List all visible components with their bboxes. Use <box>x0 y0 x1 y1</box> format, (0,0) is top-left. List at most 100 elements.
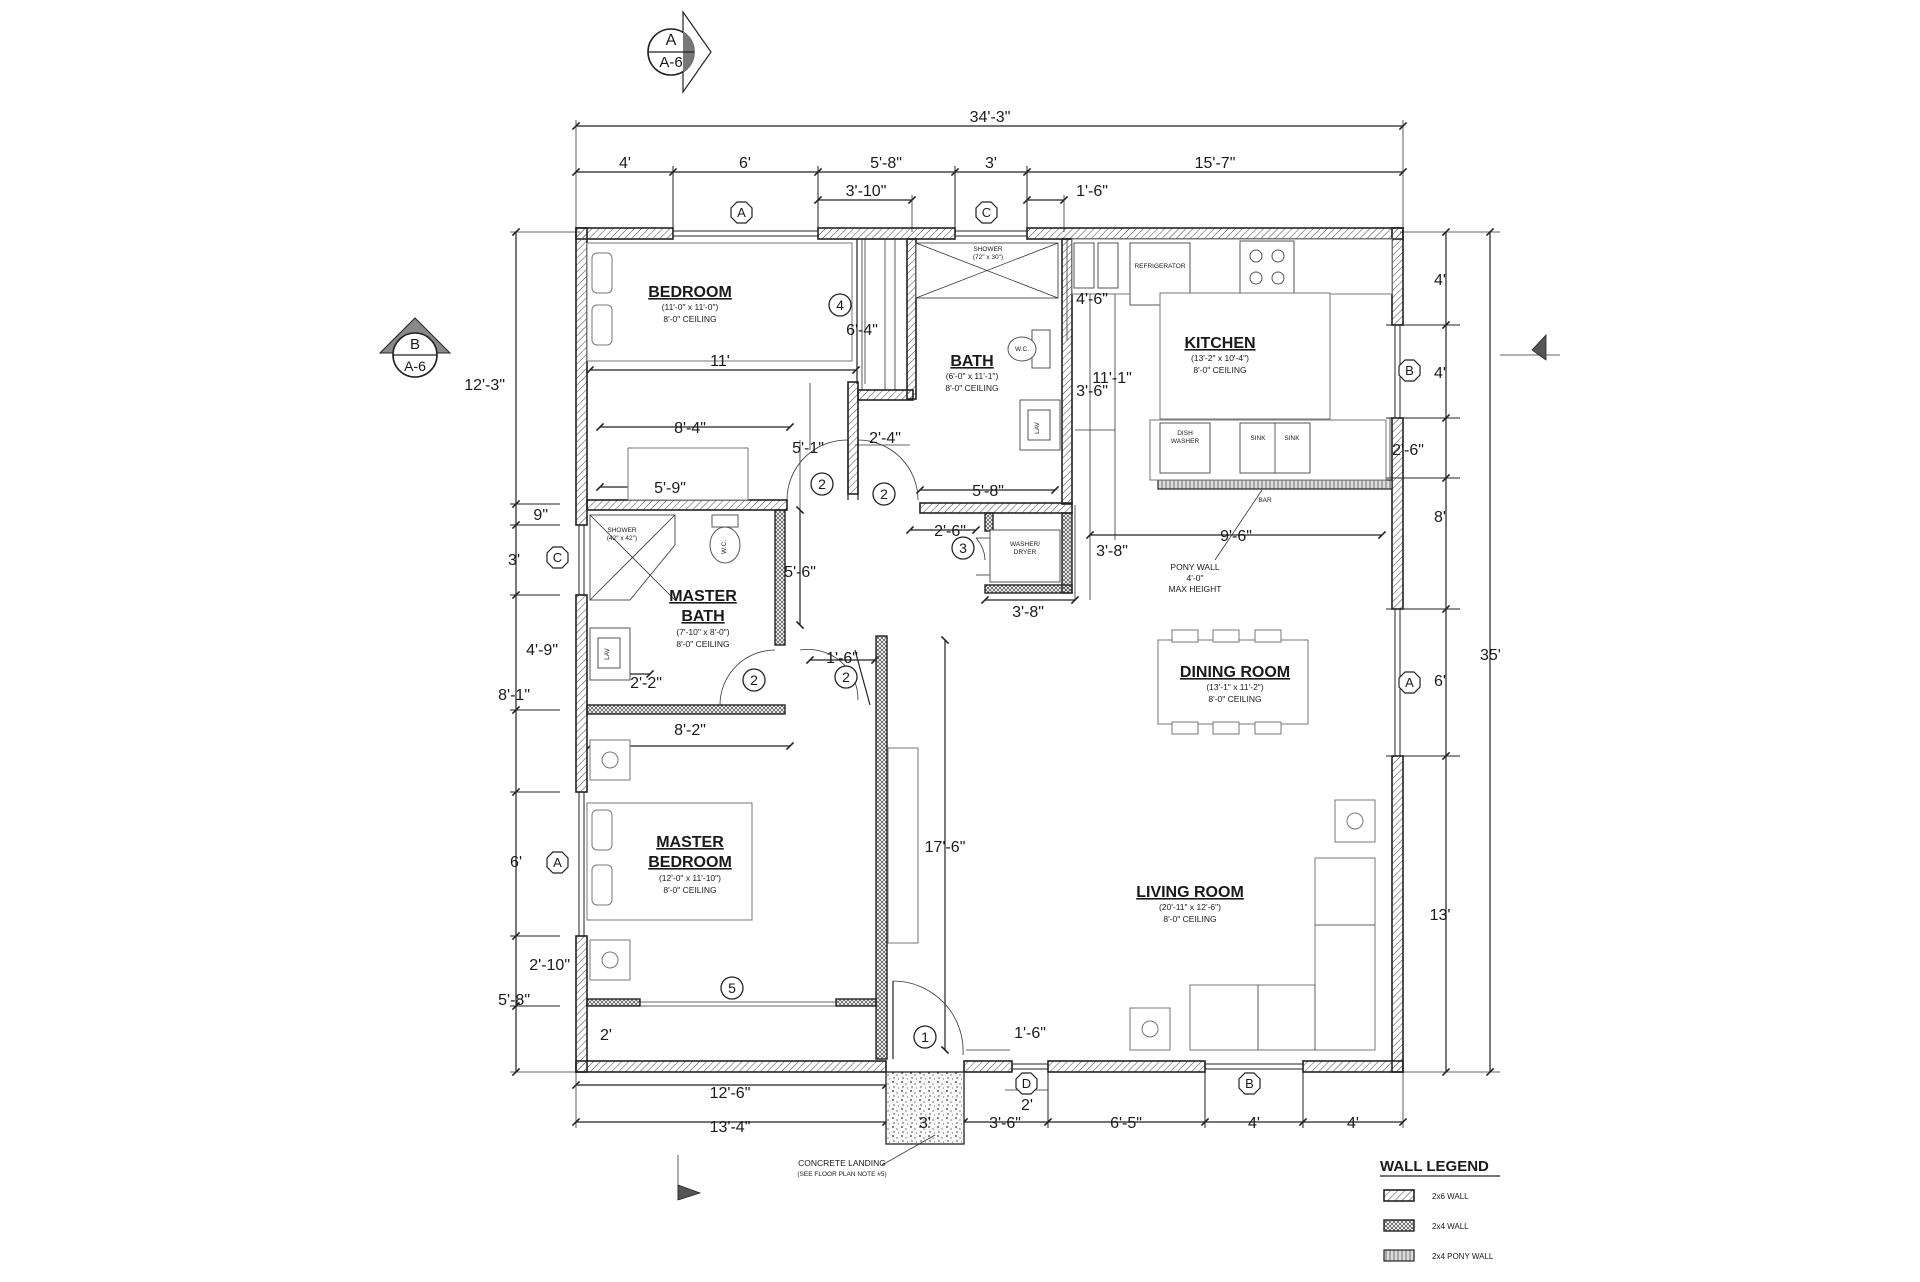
exterior-walls <box>575 227 1404 1073</box>
dryer-label: DRYER <box>1014 549 1037 556</box>
section-marker-left-letter: B <box>410 336 420 353</box>
wall-legend-title: WALL LEGEND <box>1380 1158 1489 1175</box>
dim-left-total: 12'-3" <box>464 377 505 394</box>
concrete-landing <box>885 1071 965 1145</box>
dim-int-1-6a: 1'-6" <box>826 650 858 667</box>
dim-int-2: 2' <box>600 1027 612 1044</box>
dim-bottom-c: 3' <box>919 1115 931 1132</box>
room-bedroom: BEDROOM (11'-0" x 11'-0") 8'-0" CEILING <box>648 284 732 324</box>
legend-swatch-pony <box>1383 1249 1415 1262</box>
dim-left-e: 6' <box>510 854 522 871</box>
legend-swatch-2x6 <box>1383 1189 1415 1202</box>
dim-right-total: 35' <box>1480 647 1501 664</box>
fixture-labels: SHOWER (72" x 30") W.C. LAV REFRIGERATOR… <box>604 246 1300 660</box>
dim-top-total: 34'-3" <box>970 109 1011 126</box>
room-kitchen-ceiling: 8'-0" CEILING <box>1193 365 1246 375</box>
door-tag-4: 4 <box>828 293 852 317</box>
dim-left-b: 3' <box>508 552 520 569</box>
room-living: LIVING ROOM (20'-11" x 12'-6") 8'-0" CEI… <box>1136 884 1244 924</box>
bar-label: BAR <box>1258 497 1272 504</box>
section-marker-top: A A-6 <box>647 10 712 94</box>
room-dining-name: DINING ROOM <box>1180 664 1290 681</box>
door-tag-3: 3 <box>951 536 975 560</box>
window-tag-a-top: A <box>730 201 753 224</box>
dim-left-f: 2'-10" <box>529 957 570 974</box>
room-master-bedroom: MASTER BEDROOM (12'-0" x 11'-10") 8'-0" … <box>648 834 732 895</box>
shower-label: SHOWER <box>973 246 1003 253</box>
legend-item-2x4: 2x4 WALL <box>1432 1222 1469 1231</box>
room-dining-ceiling: 8'-0" CEILING <box>1208 694 1261 704</box>
dim-int-9-6: 9'-6" <box>1220 528 1252 545</box>
svg-text:2: 2 <box>818 476 826 492</box>
room-living-size: (20'-11" x 12'-6") <box>1159 902 1221 912</box>
dim-bottom-e: 6'-5" <box>1110 1115 1142 1132</box>
svg-text:5: 5 <box>728 980 736 996</box>
section-marker-left: B A-6 <box>378 317 452 378</box>
window-tag-c-left: C <box>546 546 569 569</box>
sink-label-left: SINK <box>1250 435 1266 442</box>
door-tag-5: 5 <box>720 976 744 1000</box>
room-living-name: LIVING ROOM <box>1136 884 1244 901</box>
dim-bottom-b: 13'-4" <box>710 1119 751 1136</box>
dim-int-11: 11' <box>710 353 730 370</box>
dimension-labels: 34'-3" 4' 6' 5'-8" 3' 15'-7" 3'-10" 1'-6… <box>464 109 1501 1136</box>
dim-right-a: 4' <box>1434 272 1446 289</box>
master-lav-label: LAV <box>604 647 611 659</box>
north-arrow-bottom <box>677 1155 702 1201</box>
refrigerator-label: REFRIGERATOR <box>1134 263 1185 270</box>
room-bath-size: (6'-0" x 11'-1") <box>946 371 999 381</box>
svg-text:2: 2 <box>842 669 850 685</box>
furniture <box>586 238 1393 1051</box>
room-master-bedroom-ceiling: 8'-0" CEILING <box>663 885 716 895</box>
room-master-bath-size: (7'-10" x 8'-0") <box>676 627 729 637</box>
door-tag-2a: 2 <box>810 472 834 496</box>
room-bedroom-name: BEDROOM <box>648 284 732 301</box>
svg-text:4: 4 <box>836 297 844 313</box>
dim-int-5-9: 5'-9" <box>654 480 686 497</box>
svg-text:A: A <box>737 205 746 220</box>
notes: PONY WALL 4'-0" MAX HEIGHT CONCRETE LAND… <box>797 489 1263 1178</box>
room-bedroom-ceiling: 8'-0" CEILING <box>663 314 716 324</box>
room-master-bedroom-name: MASTER <box>656 834 724 851</box>
dim-right-b: 4' <box>1434 365 1446 382</box>
legend-swatch-2x4 <box>1383 1219 1415 1232</box>
svg-text:2: 2 <box>750 672 758 688</box>
dim-int-2-2: 2'-2" <box>630 675 662 692</box>
window-tag-a-left: A <box>546 851 569 874</box>
svg-text:B: B <box>1405 363 1414 378</box>
master-wc-label: W.C. <box>721 540 728 554</box>
room-living-ceiling: 8'-0" CEILING <box>1163 914 1216 924</box>
room-master-bath-name2: BATH <box>681 608 724 625</box>
dim-top-1: 4' <box>619 155 631 172</box>
room-bedroom-size: (11'-0" x 11'-0") <box>662 302 719 312</box>
dim-left-d: 8'-1" <box>498 687 530 704</box>
dim-bottom-g: 4' <box>1347 1115 1359 1132</box>
window-tag-a-right: A <box>1398 671 1421 694</box>
dim-int-8-2: 8'-2" <box>674 722 706 739</box>
dim-int-3-6: 3'-6" <box>1076 383 1108 400</box>
legend-item-pony: 2x4 PONY WALL <box>1432 1252 1494 1261</box>
dim-int-11-1: 11'-1" <box>1092 370 1132 387</box>
window-tag-b-right: B <box>1398 359 1421 382</box>
washer-label: WASHER/ <box>1010 541 1040 548</box>
dim-int-1-6b: 1'-6" <box>1014 1025 1046 1042</box>
svg-text:B: B <box>1245 1076 1254 1091</box>
dimension-lines <box>510 120 1500 1128</box>
window-tags: A C B A C A D B <box>546 201 1421 1095</box>
door-tag-2b: 2 <box>872 482 896 506</box>
door-tag-1: 1 <box>913 1025 937 1049</box>
window-tag-d-bottom: D <box>1015 1072 1038 1095</box>
dim-int-5-8: 5'-8" <box>972 483 1004 500</box>
interior-walls <box>586 238 1073 1060</box>
svg-text:D: D <box>1022 1076 1031 1091</box>
room-dining-size: (13'-1" x 11'-2") <box>1206 682 1263 692</box>
dishwasher-label-2: WASHER <box>1171 438 1200 445</box>
dim-int-5-1: 5'-1" <box>792 440 824 457</box>
wc-label: W.C. <box>1015 346 1029 353</box>
dim-top-2: 6' <box>739 155 751 172</box>
dim-int-4-6: 4'-6" <box>1076 291 1108 308</box>
door-tag-2d: 2 <box>834 665 858 689</box>
room-kitchen-name: KITCHEN <box>1184 335 1255 352</box>
dim-int-5-6: 5'-6" <box>784 564 816 581</box>
